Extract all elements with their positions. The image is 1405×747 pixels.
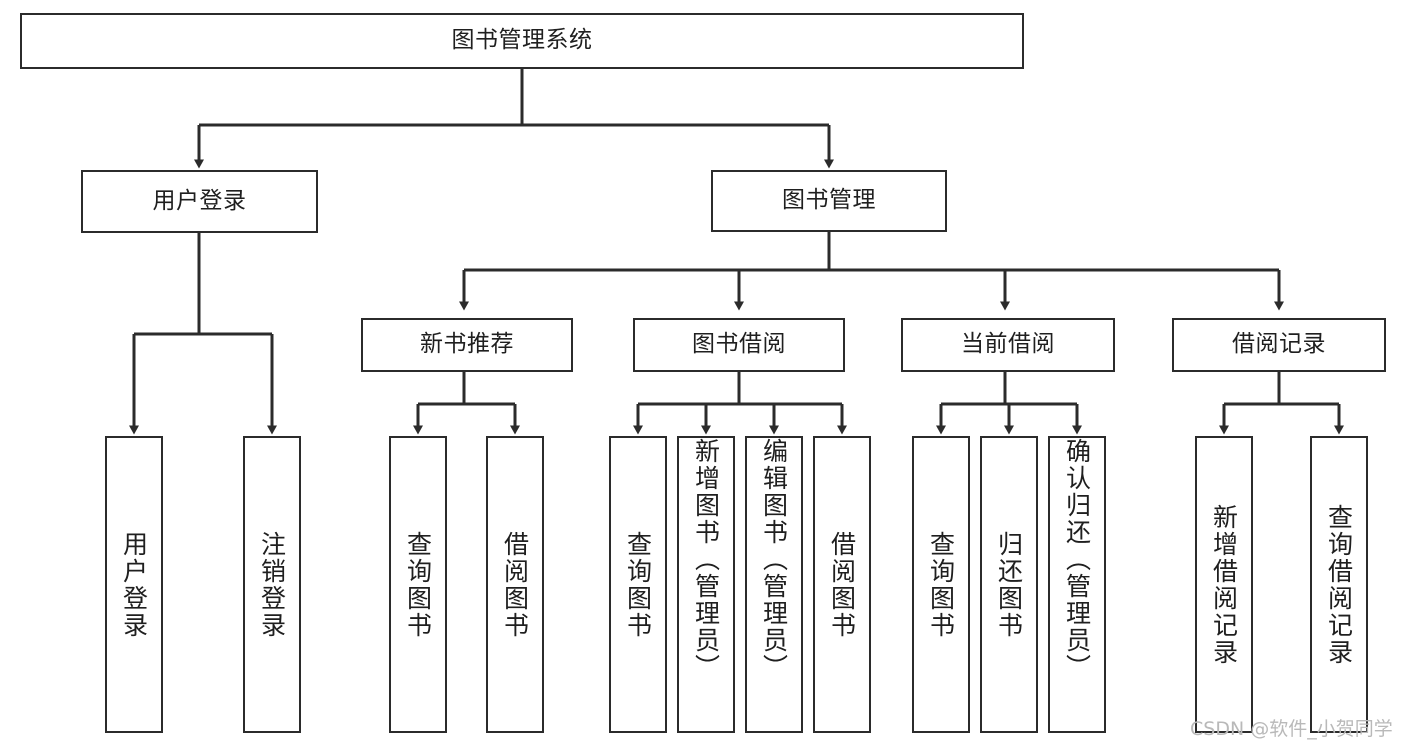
node-label: 新增借阅记录 [1209, 503, 1239, 666]
node-new-book-recommend[interactable]: 新书推荐 [361, 318, 573, 372]
node-label: 查询借阅记录 [1324, 503, 1354, 666]
node-label: 新书推荐 [420, 331, 514, 358]
node-label: 新增图书（管理员） [691, 438, 721, 681]
leaf-add-borrow-record[interactable]: 新增借阅记录 [1195, 436, 1253, 733]
node-book-management[interactable]: 图书管理 [711, 170, 947, 232]
node-label: 用户登录 [119, 530, 149, 639]
leaf-query-book-recommend[interactable]: 查询图书 [389, 436, 447, 733]
leaf-edit-book-admin[interactable]: 编辑图书（管理员） [745, 436, 803, 733]
node-label: 用户登录 [152, 187, 247, 214]
node-label: 当前借阅 [961, 331, 1055, 358]
node-label: 查询图书 [403, 530, 433, 639]
node-label: 图书管理系统 [451, 27, 593, 54]
node-current-borrow[interactable]: 当前借阅 [901, 318, 1115, 372]
leaf-confirm-return-admin[interactable]: 确认归还（管理员） [1048, 436, 1106, 733]
node-label: 图书管理 [782, 187, 876, 214]
csdn-watermark: CSDN @软件_小贺同学 [1190, 718, 1393, 740]
node-label: 借阅记录 [1232, 331, 1326, 358]
leaf-add-book-admin[interactable]: 新增图书（管理员） [677, 436, 735, 733]
node-label: 确认归还（管理员） [1062, 438, 1092, 681]
leaf-borrow-book-recommend[interactable]: 借阅图书 [486, 436, 544, 733]
leaf-return-book[interactable]: 归还图书 [980, 436, 1038, 733]
node-label: 查询图书 [623, 530, 653, 639]
node-label: 归还图书 [994, 530, 1024, 639]
node-label: 借阅图书 [827, 530, 857, 639]
node-user-login[interactable]: 用户登录 [81, 170, 318, 233]
leaf-query-book-borrow[interactable]: 查询图书 [609, 436, 667, 733]
node-label: 查询图书 [926, 530, 956, 639]
leaf-logout[interactable]: 注销登录 [243, 436, 301, 733]
leaf-user-login[interactable]: 用户登录 [105, 436, 163, 733]
leaf-borrow-book[interactable]: 借阅图书 [813, 436, 871, 733]
node-root-book-management-system[interactable]: 图书管理系统 [20, 13, 1024, 69]
node-label: 编辑图书（管理员） [759, 438, 789, 681]
leaf-query-borrow-record[interactable]: 查询借阅记录 [1310, 436, 1368, 733]
leaf-query-book-current[interactable]: 查询图书 [912, 436, 970, 733]
node-book-borrow[interactable]: 图书借阅 [633, 318, 845, 372]
node-label: 借阅图书 [500, 530, 530, 639]
node-label: 图书借阅 [692, 331, 786, 358]
node-borrow-record[interactable]: 借阅记录 [1172, 318, 1386, 372]
node-label: 注销登录 [257, 530, 287, 639]
